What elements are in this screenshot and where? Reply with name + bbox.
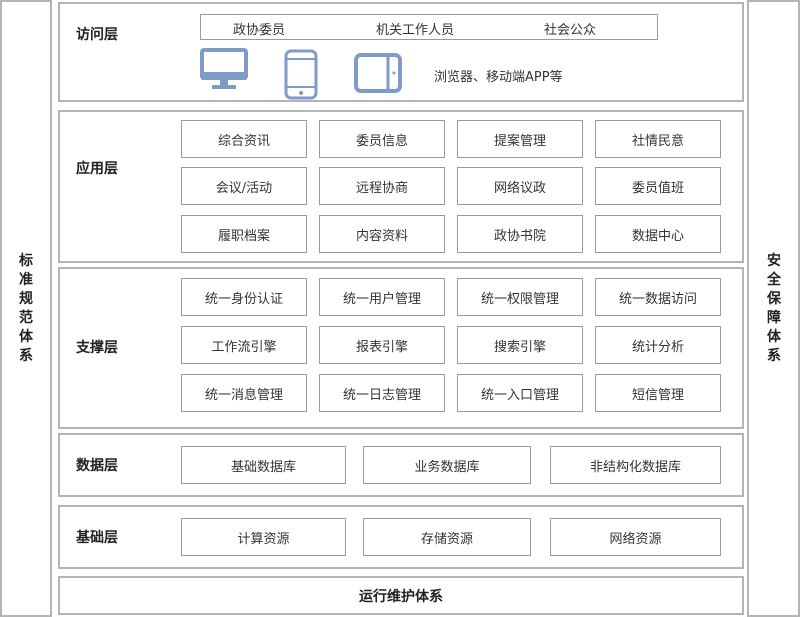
data-module: 基础数据库 xyxy=(181,446,346,484)
user-type: 机关工作人员 xyxy=(376,23,455,38)
support-module: 统一日志管理 xyxy=(319,374,445,412)
application-module: 委员值班 xyxy=(595,167,721,205)
access-layer-title: 访问层 xyxy=(76,27,118,43)
application-module: 社情民意 xyxy=(595,120,721,158)
phone-icon xyxy=(284,49,318,100)
right-pillar: 安全保障体系 xyxy=(747,0,800,617)
left-pillar: 标准规范体系 xyxy=(0,0,52,617)
data-layer: 数据层 基础数据库业务数据库非结构化数据库 xyxy=(58,433,744,497)
support-module: 短信管理 xyxy=(595,374,721,412)
application-module: 履职档案 xyxy=(181,215,307,253)
application-module: 内容资料 xyxy=(319,215,445,253)
tablet-icon xyxy=(354,53,402,93)
application-layer-title: 应用层 xyxy=(76,161,118,177)
data-module: 非结构化数据库 xyxy=(550,446,721,484)
application-module: 数据中心 xyxy=(595,215,721,253)
data-module: 业务数据库 xyxy=(363,446,531,484)
base-layer-title: 基础层 xyxy=(76,530,118,546)
base-module: 存储资源 xyxy=(363,518,531,556)
right-pillar-label: 安全保障体系 xyxy=(767,253,781,364)
application-module: 网络议政 xyxy=(457,167,583,205)
base-module: 网络资源 xyxy=(550,518,721,556)
support-layer: 支撑层 统一身份认证统一用户管理统一权限管理统一数据访问工作流引擎报表引擎搜索引… xyxy=(58,267,744,429)
application-module: 综合资讯 xyxy=(181,120,307,158)
base-module: 计算资源 xyxy=(181,518,346,556)
user-types-box: 政协委员 机关工作人员 社会公众 xyxy=(200,14,658,40)
device-description: 浏览器、移动端APP等 xyxy=(434,70,563,85)
support-module: 统一数据访问 xyxy=(595,278,721,316)
support-layer-title: 支撑层 xyxy=(76,340,118,356)
support-module: 统一入口管理 xyxy=(457,374,583,412)
support-module: 统一权限管理 xyxy=(457,278,583,316)
data-layer-title: 数据层 xyxy=(76,458,118,474)
support-module: 工作流引擎 xyxy=(181,326,307,364)
application-layer: 应用层 综合资讯委员信息提案管理社情民意会议/活动远程协商网络议政委员值班履职档… xyxy=(58,110,744,263)
application-module: 提案管理 xyxy=(457,120,583,158)
application-module: 政协书院 xyxy=(457,215,583,253)
support-module: 搜索引擎 xyxy=(457,326,583,364)
ops-layer: 运行维护体系 xyxy=(58,576,744,615)
support-module: 统一消息管理 xyxy=(181,374,307,412)
support-module: 统一身份认证 xyxy=(181,278,307,316)
support-module: 报表引擎 xyxy=(319,326,445,364)
left-pillar-label: 标准规范体系 xyxy=(19,253,33,364)
user-type: 政协委员 xyxy=(233,23,286,38)
desktop-icon xyxy=(200,48,248,89)
access-layer: 访问层 政协委员 机关工作人员 社会公众 浏览器、移动端APP等 xyxy=(58,2,744,102)
application-module: 会议/活动 xyxy=(181,167,307,205)
support-module: 统一用户管理 xyxy=(319,278,445,316)
application-module: 委员信息 xyxy=(319,120,445,158)
support-module: 统计分析 xyxy=(595,326,721,364)
user-type: 社会公众 xyxy=(544,23,597,38)
ops-layer-title: 运行维护体系 xyxy=(359,588,443,605)
application-module: 远程协商 xyxy=(319,167,445,205)
base-layer: 基础层 计算资源存储资源网络资源 xyxy=(58,505,744,569)
